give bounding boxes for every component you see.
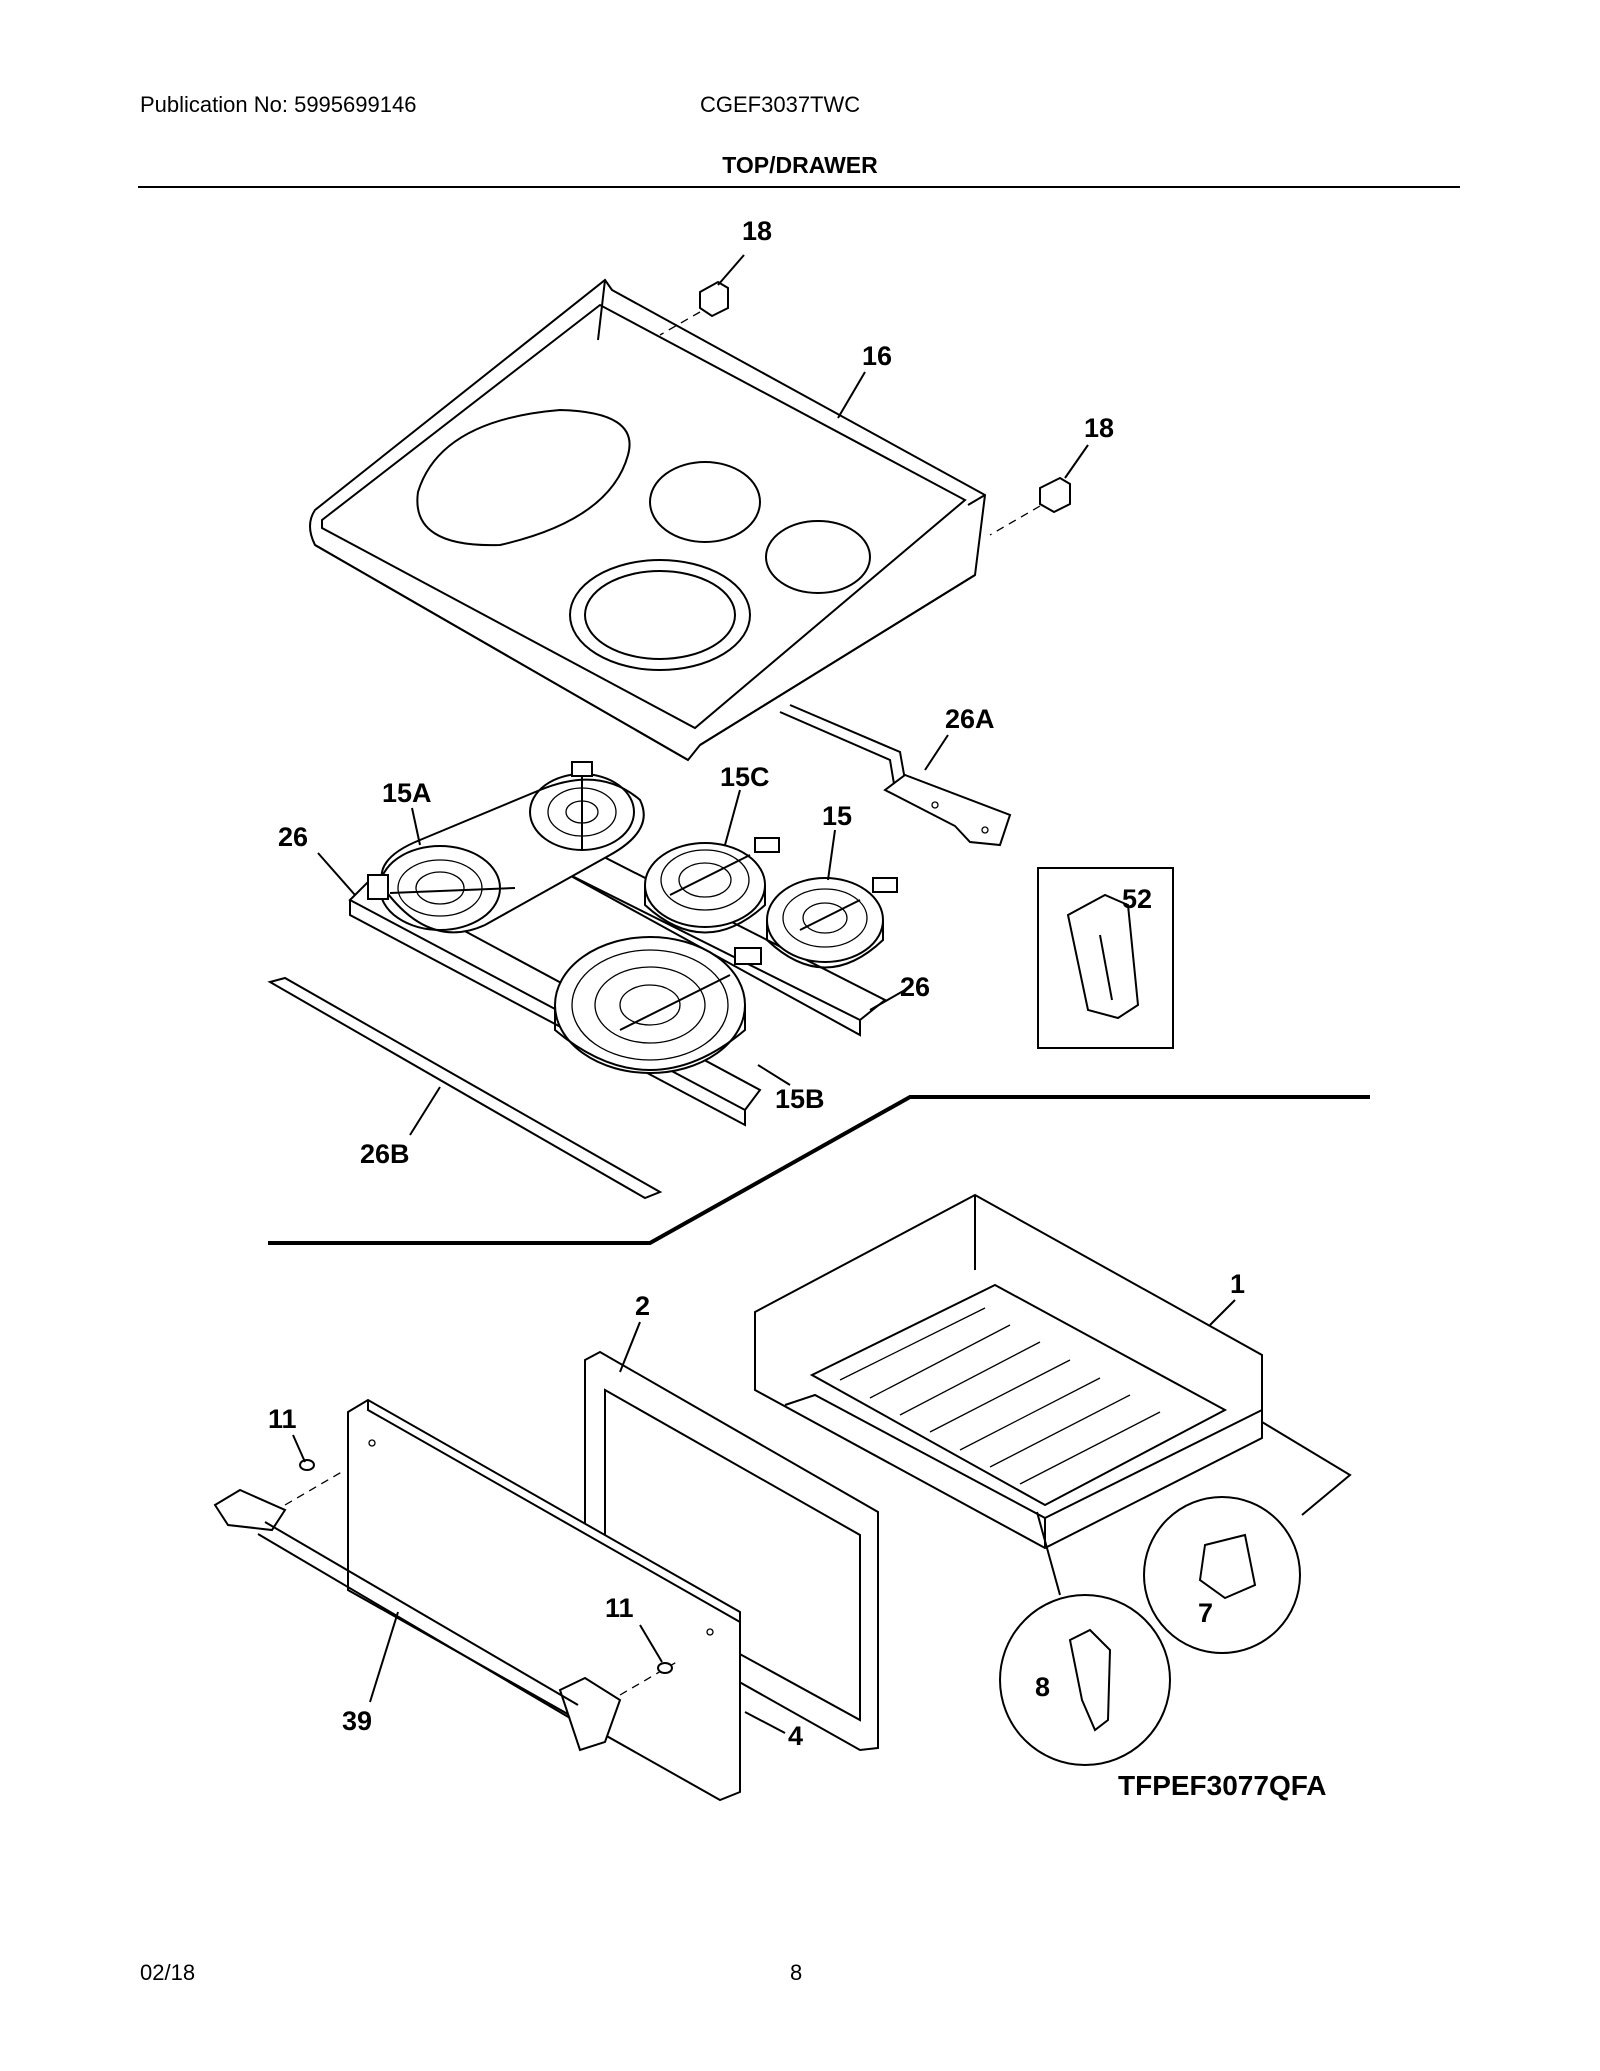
bracket-18-right <box>989 476 1071 536</box>
diagram-reference-code: TFPEF3077QFA <box>1118 1770 1327 1801</box>
callout-2: 2 <box>635 1291 650 1321</box>
callout-15: 15 <box>822 801 852 831</box>
wire-harness-26a <box>779 704 1012 847</box>
callout-7: 7 <box>1198 1598 1213 1628</box>
callout-4: 4 <box>788 1721 803 1751</box>
callout-26a: 26A <box>945 704 995 734</box>
drawer-panel-4 <box>347 1398 741 1802</box>
callout-52: 52 <box>1122 884 1152 914</box>
cooktop-top-part <box>309 278 987 762</box>
detail-7 <box>1143 1421 1352 1654</box>
header-rule <box>138 186 1460 188</box>
callout-18-right: 18 <box>1084 413 1114 443</box>
detail-8 <box>999 1511 1171 1766</box>
callout-15b: 15B <box>775 1084 825 1114</box>
footer-date: 02/18 <box>140 1960 196 1985</box>
front-trim-26b <box>267 976 663 1200</box>
callout-15c: 15C <box>720 762 770 792</box>
element-15b <box>554 936 762 1074</box>
bracket-18-left <box>659 280 729 336</box>
callout-18-top: 18 <box>742 216 772 246</box>
callout-26b: 26B <box>360 1139 410 1169</box>
callout-1: 1 <box>1230 1269 1245 1299</box>
screw-11-bottom <box>657 1662 673 1674</box>
element-15a <box>367 761 645 934</box>
publication-number: Publication No: 5995699146 <box>140 92 417 117</box>
callout-16: 16 <box>862 341 892 371</box>
screw-11-top <box>299 1459 315 1471</box>
page-number: 8 <box>790 1960 803 1985</box>
callout-11-top: 11 <box>268 1404 297 1434</box>
callout-8: 8 <box>1035 1672 1050 1702</box>
callout-11-bottom: 11 <box>605 1593 634 1623</box>
section-title: TOP/DRAWER <box>722 152 878 178</box>
element-15 <box>766 877 898 969</box>
inset-box-52 <box>1037 867 1174 1049</box>
callout-39: 39 <box>342 1706 372 1736</box>
callout-26-right: 26 <box>900 972 930 1002</box>
leader-lines <box>292 254 1236 1734</box>
section-separator <box>268 1095 1370 1245</box>
callout-15a: 15A <box>382 778 432 808</box>
drawer-body-1 <box>754 1193 1263 1550</box>
handle-39 <box>213 1469 681 1752</box>
callout-26-left: 26 <box>278 822 308 852</box>
model-number: CGEF3037TWC <box>700 92 861 117</box>
element-15c <box>644 837 780 934</box>
